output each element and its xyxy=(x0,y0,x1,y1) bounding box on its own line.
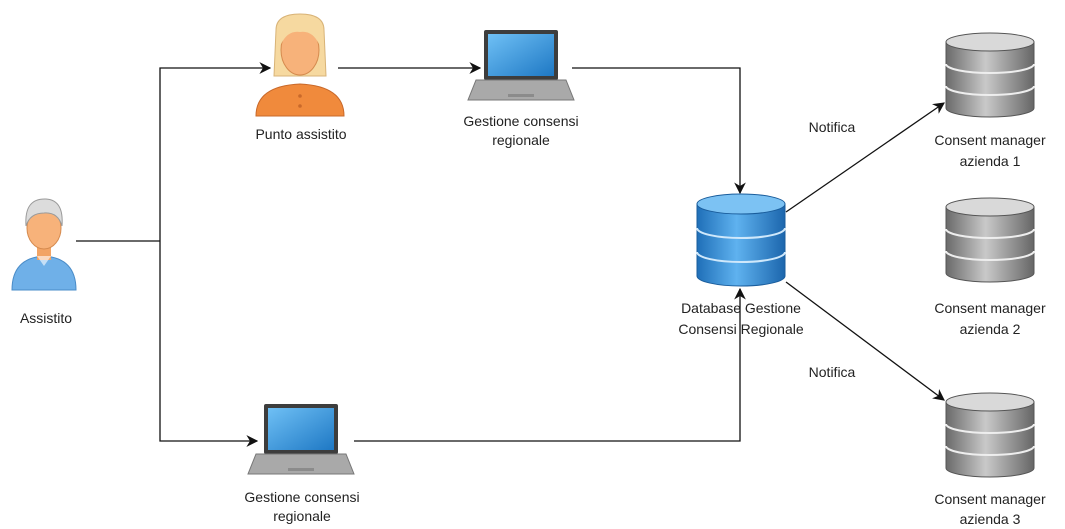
edge-label-notifica-1: Notifica xyxy=(809,119,856,135)
edge-gestione-top-to-db xyxy=(572,67,746,195)
laptop-icon xyxy=(467,30,575,101)
punto-assistito-node: Punto assistito xyxy=(255,13,347,142)
gestione-bottom-label-line2: regionale xyxy=(273,508,331,524)
gestione-bottom-node: Gestione consensi regionale xyxy=(244,404,360,524)
database-icon xyxy=(945,32,1035,118)
cm3-label-line1: Consent manager xyxy=(934,491,1046,507)
female-user-icon xyxy=(255,13,345,117)
cm2-label-line1: Consent manager xyxy=(934,300,1046,316)
edge-db-to-cm1 xyxy=(785,102,945,213)
edge-to-punto-assistito xyxy=(159,62,272,241)
cm3-node: Consent manager azienda 3 xyxy=(934,392,1046,527)
cm3-label-line2: azienda 3 xyxy=(960,511,1021,527)
gestione-bottom-label-line1: Gestione consensi xyxy=(244,489,359,505)
connectors xyxy=(76,62,945,447)
database-label-line2: Consensi Regionale xyxy=(678,321,804,337)
cm1-label-line2: azienda 1 xyxy=(960,153,1021,169)
cm2-label-line2: azienda 2 xyxy=(960,321,1021,337)
edge-to-gestione-bottom xyxy=(159,241,259,447)
database-label-line1: Database Gestione xyxy=(681,300,801,316)
laptop-icon xyxy=(247,404,355,475)
gestione-top-label-line1: Gestione consensi xyxy=(463,113,578,129)
database-node: Database Gestione Consensi Regionale xyxy=(678,193,804,337)
punto-assistito-label: Punto assistito xyxy=(255,126,346,142)
database-icon xyxy=(945,197,1035,283)
cm1-node: Consent manager azienda 1 xyxy=(934,32,1046,169)
gestione-top-label-line2: regionale xyxy=(492,132,550,148)
assistito-label: Assistito xyxy=(20,310,72,326)
database-icon xyxy=(696,193,786,287)
assistito-node: Assistito xyxy=(11,198,77,326)
edge-db-to-cm3 xyxy=(785,281,945,401)
database-icon xyxy=(945,392,1035,478)
user-icon xyxy=(11,198,77,291)
cm2-node: Consent manager azienda 2 xyxy=(934,197,1046,337)
cm1-label-line1: Consent manager xyxy=(934,132,1046,148)
edge-gestione-bottom-to-db xyxy=(354,287,746,442)
gestione-top-node: Gestione consensi regionale xyxy=(463,30,579,148)
edge-label-notifica-3: Notifica xyxy=(809,364,856,380)
